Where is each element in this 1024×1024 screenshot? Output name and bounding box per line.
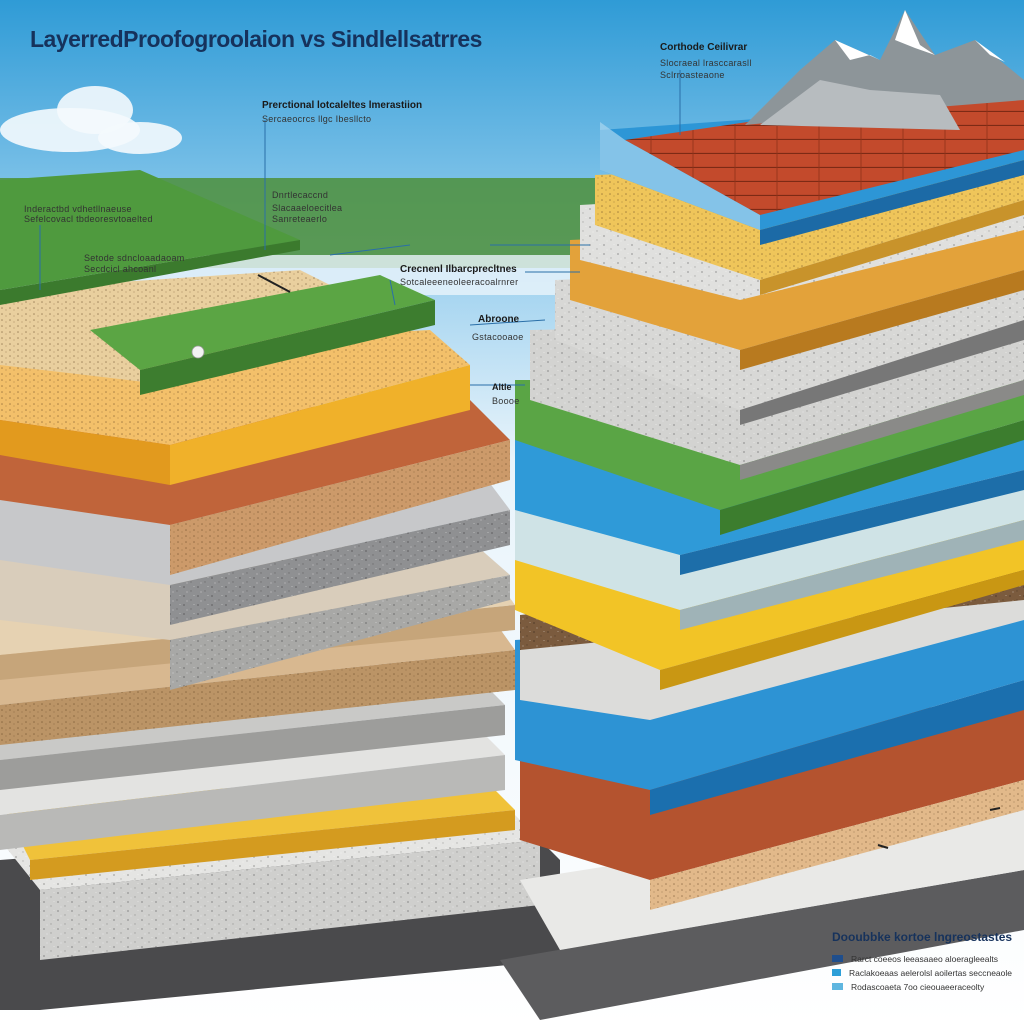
callout-center-b-sub: Sotcaleeeneoleeracoalrnrer [400, 277, 519, 287]
callout-left-mid-line2: Secdcicl ahcoanl [84, 264, 157, 274]
page-title: LayerredProofogroolaion vs Sindlellsatrr… [30, 26, 482, 52]
survey-marker [191, 345, 205, 359]
legend-swatch [832, 955, 843, 962]
callout-top-left-line2: Sefelcovacl tbdeoresvtoaelted [24, 214, 153, 224]
callout-center-a-line3: Sanreteaerlo [272, 214, 328, 224]
right-layer-stack [500, 85, 1024, 1020]
callout-top-right-line2: Sclrroasteaone [660, 70, 725, 80]
callout-lines [39, 70, 681, 386]
legend-item-label: Raclakoeaas aelerolsl aoilertas seccneao… [848, 967, 1012, 978]
callout-center-c-heading: Abroone [478, 314, 520, 325]
legend-item-label: Rodascoaeta 7oo cieouaeeraceolty [851, 981, 985, 992]
callout-center-b-heading: Crecnenl Ilbarcprecltnes [400, 264, 517, 275]
callout-center-d-heading: Altle [492, 382, 512, 392]
left-layer-stack [0, 170, 560, 1010]
legend-swatch [832, 969, 841, 976]
legend-item-label: Rarct coeeos leeasaaeo aloeragleealts [851, 953, 998, 964]
callout-top-right-line1: Slocraeal lrasccarasll [660, 58, 752, 68]
legend-item: Rodascoaeta 7oo cieouaeeraceolty [832, 980, 1012, 993]
mountain-range [745, 10, 1024, 130]
cloud [0, 86, 182, 154]
legend-title: Dooubbke kortoe lngreostastes [832, 930, 1013, 944]
legend-item: Rarct coeeos leeasaaeo aloeragleealts [832, 952, 1012, 965]
callout-center-a-line1: Dnrtlecaccnd [272, 190, 329, 200]
legend-swatch [832, 983, 843, 990]
legend: Dooubbke kortoe lngreostastes Rarct coee… [832, 930, 1012, 994]
left-grass-top [0, 170, 300, 290]
callout-center-d-sub: Boooe [492, 396, 520, 406]
callout-left-mid-line1: Setode sdncloaadaoam [84, 253, 185, 263]
callout-top-left-line1: Inderactbd vdhetllnaeuse [24, 204, 132, 214]
callout-top-right-heading: Corthode Ceilivrar [660, 42, 748, 53]
callout-center-c-sub: Gstacooaoe [472, 332, 524, 342]
callout-center-a-line2: Slacaaeloecitlea [272, 203, 343, 213]
callout-top-center-heading: Prerctional lotcaleltes lmerastiion [262, 100, 423, 111]
callout-top-center-sub: Sercaeocrcs llgc Ibesllcto [262, 114, 372, 124]
legend-item: Raclakoeaas aelerolsl aoilertas seccneao… [832, 966, 1012, 979]
right-edge-marks [877, 807, 1001, 849]
